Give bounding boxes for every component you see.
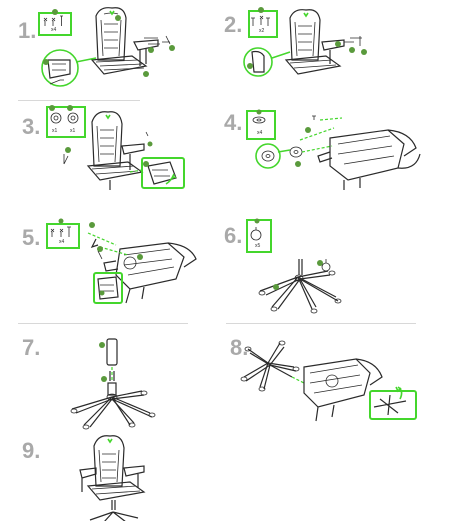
step-number: 5. <box>22 225 41 250</box>
gas-lift-illustration <box>70 338 156 430</box>
step-number: 7. <box>22 335 41 360</box>
step-5: 5. x4 <box>0 215 230 325</box>
step-number: 3. <box>22 114 41 139</box>
screw-icon <box>251 15 270 26</box>
parts-quantity: x4 <box>257 130 263 136</box>
step-number: 9. <box>22 438 41 463</box>
parts-box: x2 <box>248 10 278 38</box>
divider <box>18 100 140 101</box>
seat-underside-illustration <box>252 109 421 190</box>
step-number: 1. <box>18 18 37 43</box>
parts-quantity: x5 <box>255 243 261 249</box>
chair-illustration <box>49 105 185 190</box>
assembled-chair-illustration <box>79 435 146 521</box>
step-6: 6. x5 <box>220 215 468 325</box>
step-number: 8. <box>230 335 249 360</box>
parts-quantity: x4 <box>59 239 65 245</box>
step-2: 2. x2 <box>220 0 468 100</box>
step-number: 4. <box>224 110 243 135</box>
parts-box: x4 <box>246 110 276 140</box>
step-3: 3. x1 x1 <box>0 100 230 210</box>
backrest-attach-illustration <box>50 218 197 304</box>
chair-illustration <box>41 7 175 87</box>
parts-quantity: x2 <box>259 28 265 34</box>
screw-icon <box>43 15 63 26</box>
step-8: 8. <box>220 325 468 430</box>
parts-box: x1 x1 <box>46 106 86 138</box>
step-1: 1. x4 <box>0 0 230 100</box>
seat-on-base-illustration <box>240 340 417 422</box>
step-9: 9. <box>0 430 230 521</box>
step-number: 6. <box>224 223 243 248</box>
step-7: 7. <box>0 325 230 430</box>
step-4: 4. x4 <box>220 100 468 210</box>
parts-quantity: x4 <box>51 27 57 33</box>
parts-box: x4 <box>38 12 72 36</box>
divider <box>18 323 188 324</box>
chair-illustration <box>243 7 367 77</box>
parts-quantity: x1 <box>52 128 58 134</box>
parts-quantity: x1 <box>70 128 76 134</box>
wheelbase-illustration <box>250 218 342 314</box>
divider <box>226 323 416 324</box>
step-number: 2. <box>224 12 243 37</box>
